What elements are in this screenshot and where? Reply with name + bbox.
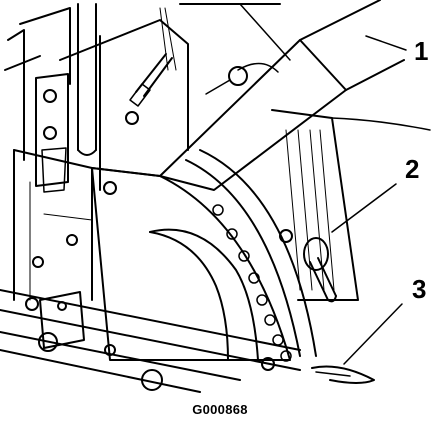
adjustment-arc xyxy=(185,149,317,362)
pin-with-ring xyxy=(279,229,337,303)
hair-pin xyxy=(311,365,375,384)
lever-handle xyxy=(159,0,405,191)
figure-code: G000868 xyxy=(192,402,248,417)
vertical-post xyxy=(77,3,97,156)
threaded-rod xyxy=(125,53,173,125)
callout-1-label: 1 xyxy=(414,36,429,66)
callout-3-label: 3 xyxy=(412,274,427,304)
leader-line-2 xyxy=(331,183,397,233)
callout-leaders xyxy=(331,35,407,365)
leader-line-3 xyxy=(343,303,403,365)
background-frame xyxy=(4,3,291,191)
lower-frame xyxy=(0,289,301,393)
quadrant-plate xyxy=(91,167,291,361)
leader-line-1 xyxy=(365,35,407,51)
left-bracket xyxy=(35,73,69,193)
callout-2-label: 2 xyxy=(405,154,420,184)
